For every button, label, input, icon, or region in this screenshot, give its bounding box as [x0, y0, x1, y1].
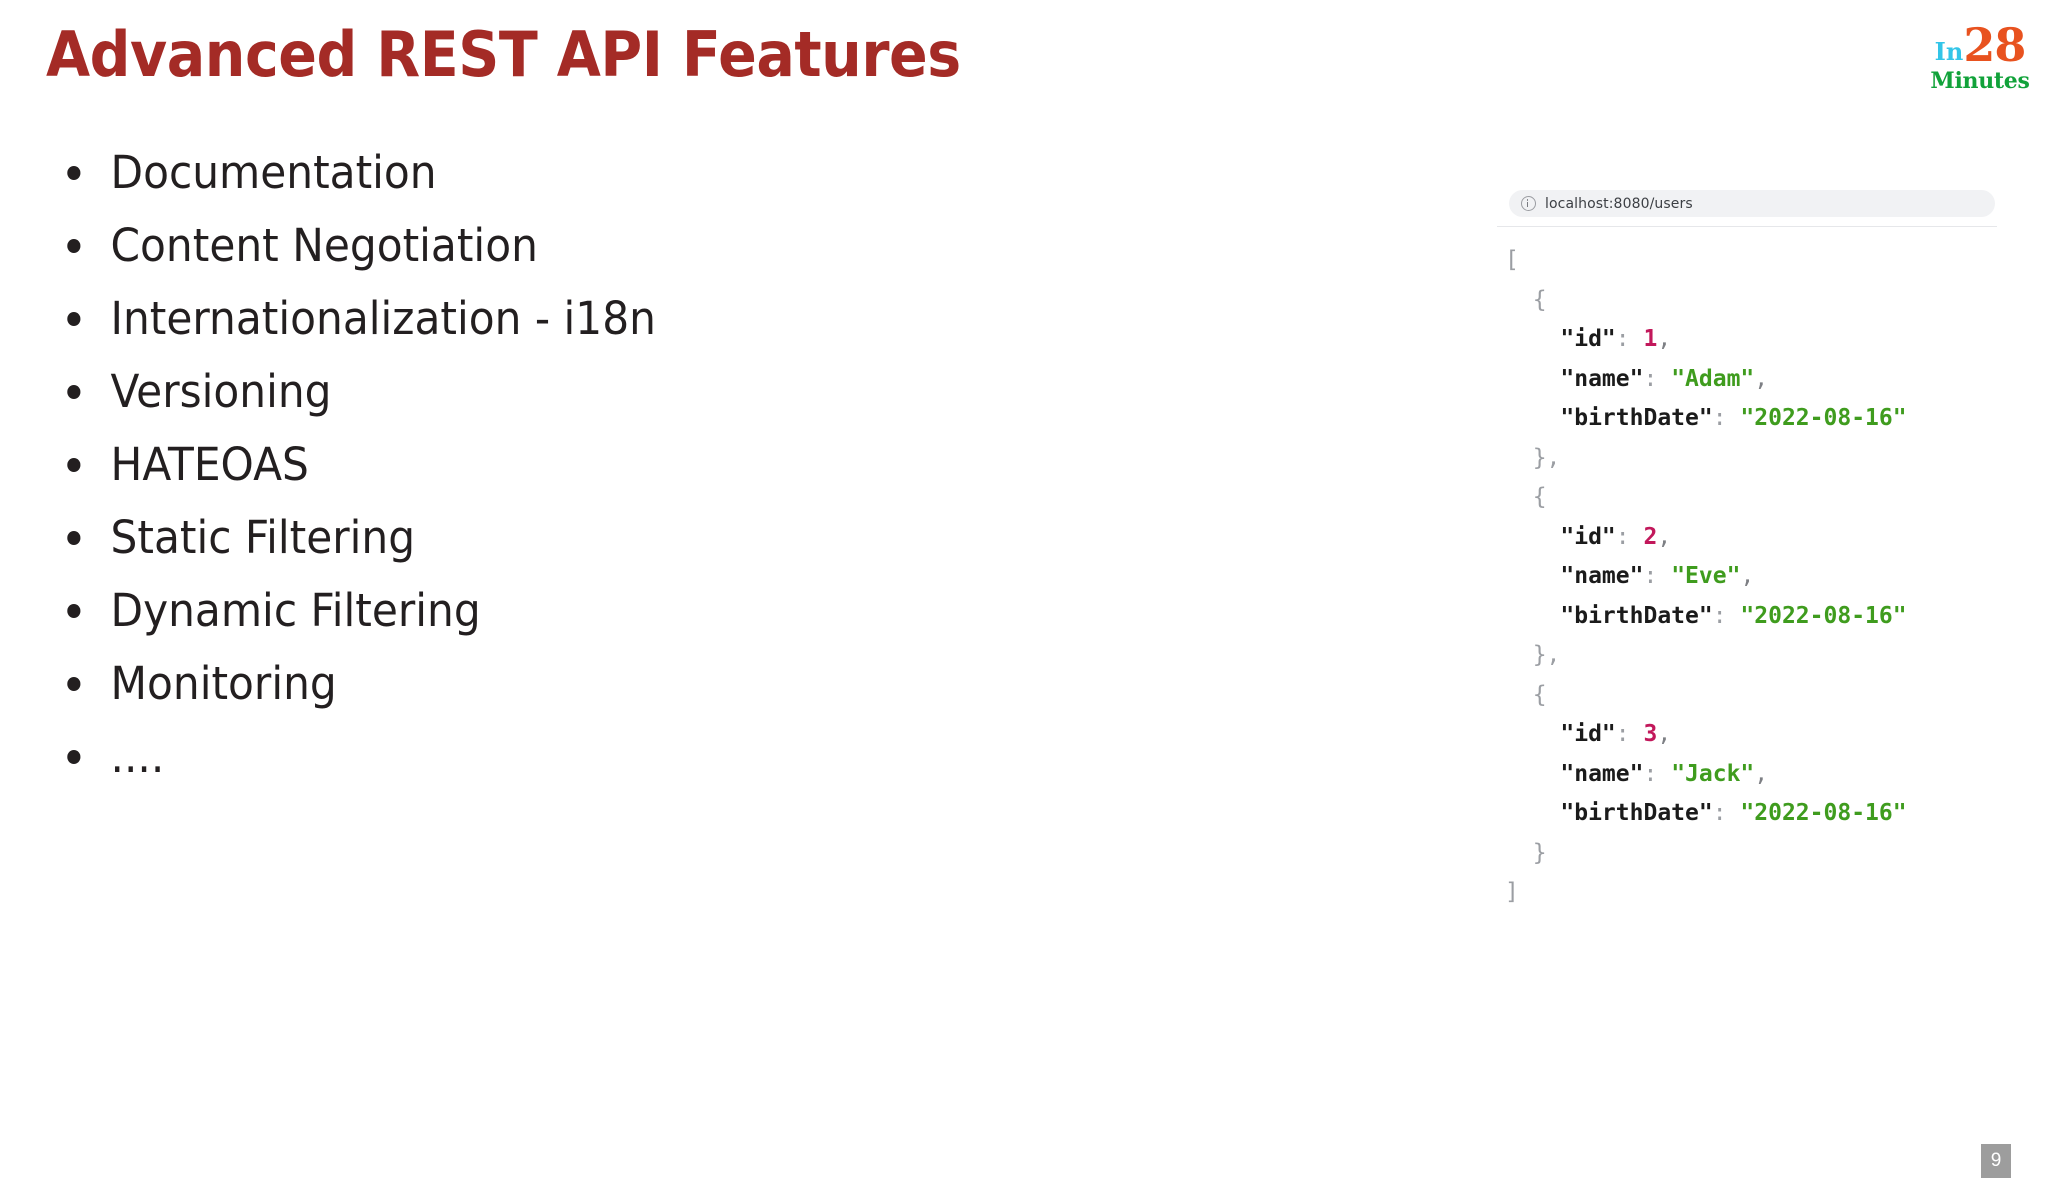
json-object-open: {: [1505, 681, 1547, 708]
list-item-label: Internationalization - i18n: [110, 292, 656, 345]
json-value-id: 3: [1643, 721, 1658, 747]
json-key-name: "name": [1560, 563, 1644, 589]
list-item: HATEOAS: [56, 428, 902, 501]
logo-in-text: In: [1934, 37, 1964, 66]
json-object-open: {: [1505, 286, 1547, 313]
list-item-label: Documentation: [110, 146, 437, 199]
list-item: ....: [56, 720, 902, 793]
list-item-label: Monitoring: [110, 657, 337, 710]
browser-chrome: localhost:8080/users: [1497, 186, 1997, 227]
list-item: Documentation: [56, 136, 902, 209]
json-comma: ,: [1754, 365, 1769, 392]
list-item: Content Negotiation: [56, 209, 902, 282]
json-array-open: [: [1505, 247, 1519, 273]
json-key-id: "id": [1560, 721, 1616, 747]
list-item: Internationalization - i18n: [56, 282, 902, 355]
json-object-close: },: [1505, 444, 1561, 471]
logo-28-text: 28: [1963, 18, 2026, 72]
address-bar-url: localhost:8080/users: [1545, 195, 1693, 212]
json-value-birthdate: "2022-08-16": [1740, 602, 1907, 629]
list-item: Dynamic Filtering: [56, 574, 902, 647]
json-object-open: {: [1505, 484, 1547, 510]
json-comma: ,: [1657, 326, 1672, 352]
list-item-label: HATEOAS: [110, 438, 309, 491]
json-colon: :: [1615, 721, 1644, 747]
list-item-label: ....: [110, 730, 165, 783]
info-circle-icon[interactable]: [1521, 196, 1536, 211]
json-colon: :: [1712, 800, 1741, 826]
bullet-dot-icon: [67, 238, 81, 253]
json-colon: :: [1643, 760, 1672, 787]
json-comma: ,: [1740, 563, 1755, 589]
json-object-close: }: [1505, 839, 1547, 866]
list-item-label: Dynamic Filtering: [110, 584, 481, 637]
json-value-birthdate: "2022-08-16": [1740, 800, 1907, 826]
bullet-dot-icon: [67, 603, 81, 618]
json-colon: :: [1615, 326, 1644, 352]
list-item-label: Static Filtering: [110, 511, 416, 564]
json-colon: :: [1712, 405, 1741, 431]
page-number-badge: 9: [1981, 1144, 2011, 1178]
json-colon: :: [1643, 563, 1672, 589]
json-key-name: "name": [1560, 365, 1644, 392]
json-key-id: "id": [1560, 326, 1616, 352]
bullet-dot-icon: [67, 165, 81, 180]
bullet-dot-icon: [67, 530, 81, 545]
json-colon: :: [1615, 523, 1644, 550]
json-comma: ,: [1657, 721, 1672, 747]
json-key-birthdate: "birthDate": [1560, 602, 1713, 629]
list-item-label: Content Negotiation: [110, 219, 538, 272]
json-array-close: ]: [1505, 879, 1519, 905]
json-key-birthdate: "birthDate": [1560, 405, 1713, 431]
browser-screenshot-panel: localhost:8080/users [ { "id": 1, "name"…: [1497, 186, 1997, 905]
list-item: Versioning: [56, 355, 902, 428]
page-title: Advanced REST API Features: [46, 18, 961, 91]
json-object-close: },: [1505, 642, 1561, 668]
bullet-dot-icon: [67, 676, 81, 691]
bullet-dot-icon: [67, 457, 81, 472]
logo-minutes-text: Minutes: [1930, 68, 2030, 94]
list-item: Static Filtering: [56, 501, 902, 574]
json-key-birthdate: "birthDate": [1560, 800, 1713, 826]
json-key-id: "id": [1560, 523, 1616, 550]
json-response-body: [ { "id": 1, "name": "Adam", "birthDate"…: [1497, 241, 1997, 913]
json-value-name: "Jack": [1671, 760, 1755, 787]
json-key-name: "name": [1560, 760, 1644, 787]
list-item-label: Versioning: [110, 365, 332, 418]
json-value-name: "Eve": [1671, 563, 1741, 589]
bullet-dot-icon: [67, 749, 81, 764]
json-value-id: 2: [1643, 523, 1658, 550]
json-value-name: "Adam": [1671, 365, 1755, 392]
json-comma: ,: [1657, 523, 1672, 550]
address-bar[interactable]: localhost:8080/users: [1509, 190, 1995, 217]
bullet-dot-icon: [67, 311, 81, 326]
feature-bullet-list: Documentation Content Negotiation Intern…: [56, 136, 956, 793]
bullet-dot-icon: [67, 384, 81, 399]
list-item: Monitoring: [56, 647, 902, 720]
json-value-birthdate: "2022-08-16": [1740, 405, 1907, 431]
json-value-id: 1: [1643, 326, 1658, 352]
json-comma: ,: [1754, 760, 1769, 787]
json-colon: :: [1712, 602, 1741, 629]
json-colon: :: [1643, 365, 1672, 392]
